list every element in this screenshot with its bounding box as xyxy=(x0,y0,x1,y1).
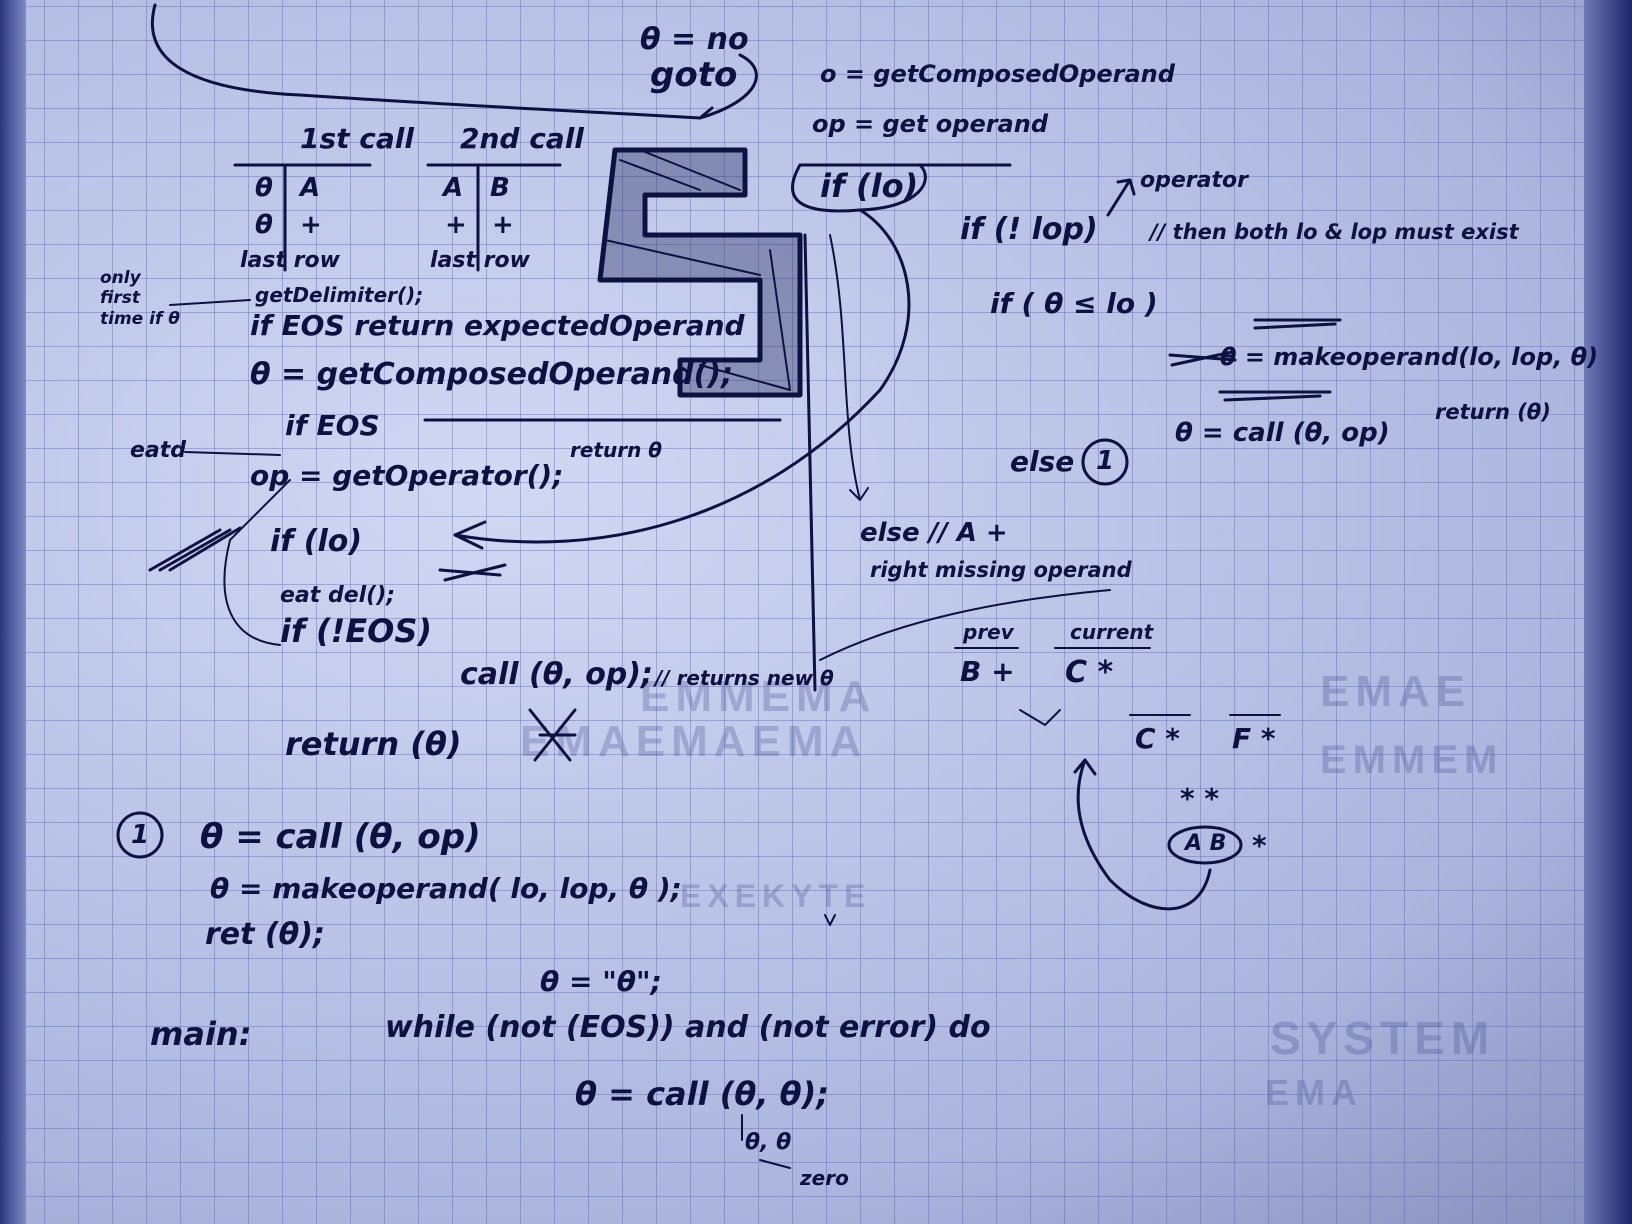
eat-del-line: eat del(); xyxy=(280,583,396,608)
return-theta-note: return θ xyxy=(570,438,663,462)
return-theta-right: return (θ) xyxy=(1435,400,1551,424)
footnote-1-circle xyxy=(116,811,164,859)
ghost-text-7: EMA xyxy=(1265,1072,1363,1113)
zero-note: zero xyxy=(800,1166,849,1190)
if-lo-bubble xyxy=(791,163,1012,213)
prev-header: prev xyxy=(963,620,1014,644)
t1-r2c1: θ xyxy=(255,210,273,240)
current-header: current xyxy=(1070,620,1154,644)
get-composed-line: θ = getComposedOperand(); xyxy=(250,357,734,392)
op-assign-line: op = get operand xyxy=(812,110,1049,138)
operator-note: operator xyxy=(1140,168,1248,193)
first-call-header: 1st call xyxy=(300,122,414,155)
else-1-label: else xyxy=(1010,445,1075,478)
star-line: * * xyxy=(1180,782,1220,815)
lo-assign-line: o = getComposedOperand xyxy=(820,60,1175,88)
branch-line xyxy=(223,479,291,646)
return-final-line: return (θ) xyxy=(285,725,462,763)
hatch-lines xyxy=(604,149,791,391)
compare-line: if ( θ ≤ lo ) xyxy=(990,287,1158,320)
t2-footer: last row xyxy=(430,248,530,273)
t2-r2c2: + xyxy=(492,210,514,240)
scribble-mid xyxy=(438,563,507,582)
if-lo-right: if (lo) xyxy=(820,167,919,205)
footnote-line-3: ret (θ); xyxy=(205,917,325,952)
both-exist-note: // then both lo & lop must exist xyxy=(1150,220,1519,244)
current-value: C * xyxy=(1065,655,1114,690)
circled-ab-text: A B xyxy=(1185,831,1227,856)
ghost-text-6: SYSTEM xyxy=(1270,1012,1496,1064)
top-loop-arrow xyxy=(150,3,714,120)
main-call-line: θ = call (θ, θ); xyxy=(575,1075,830,1113)
circled-star: * xyxy=(1252,829,1267,862)
ghost-text-5: EXEKYTE xyxy=(680,878,872,914)
vertical-divider xyxy=(803,233,817,692)
loop-arrow xyxy=(1073,758,1212,911)
get-operator-line: op = getOperator(); xyxy=(250,459,564,492)
right-scribble-2 xyxy=(1168,350,1237,367)
footnote-marker: 1 xyxy=(131,820,150,850)
down-arrow xyxy=(829,234,869,501)
footnote-line-2: θ = makeoperand( lo, lop, θ ); xyxy=(210,872,682,905)
if-eos-line: if EOS xyxy=(285,409,380,442)
small-b-value: F * xyxy=(1232,722,1276,755)
if-not-eos-line: if (!EOS) xyxy=(280,612,432,650)
else-1-circle xyxy=(1081,438,1129,486)
small-arrow xyxy=(1019,709,1061,726)
t1-r1c1: θ xyxy=(255,173,273,203)
call-line: call (θ, op); xyxy=(460,657,653,692)
while-line: while (not (EOS)) and (not error) do xyxy=(385,1010,991,1045)
page-right-edge xyxy=(1584,0,1632,1224)
back-arrow-curve xyxy=(453,208,911,544)
tick-mark xyxy=(824,914,836,926)
small-a-value: C * xyxy=(1135,722,1180,755)
return-scribble xyxy=(528,708,577,762)
t2-r2c1: + xyxy=(445,210,467,240)
eat-label: eatd xyxy=(130,438,187,463)
ghost-text-4: EMMEM xyxy=(1320,738,1504,782)
theta-no-text: θ = no xyxy=(640,22,749,57)
ghost-text-1: EMMEMA xyxy=(640,672,877,721)
else-comment-line: else // A + xyxy=(860,518,1008,548)
t1-r1c2: A xyxy=(300,173,321,203)
right-missing-line: right missing operand xyxy=(870,558,1132,582)
if-eos-expected-line: if EOS return expectedOperand xyxy=(250,309,745,342)
t2-r1c1: A xyxy=(443,173,464,203)
footnote-line-1: θ = call (θ, op) xyxy=(200,817,481,857)
call-theta-op-line: θ = call (θ, op) xyxy=(1175,418,1390,448)
back-arrow-head xyxy=(453,520,487,550)
prev-value: B + xyxy=(960,655,1015,688)
args-note: θ, θ xyxy=(745,1130,792,1155)
call-comment: // returns new θ xyxy=(655,666,834,690)
page-left-edge xyxy=(0,0,26,1224)
else-1-marker: 1 xyxy=(1096,446,1115,476)
main-label: main: xyxy=(150,1015,252,1053)
scribble-left xyxy=(148,526,242,572)
t1-r2c2: + xyxy=(300,210,322,240)
eat-arrow xyxy=(184,451,281,456)
ghost-text-3: EMAE xyxy=(1320,667,1472,716)
goto-curve xyxy=(698,53,758,120)
if-lo-left: if (lo) xyxy=(270,524,363,559)
main-init-line: θ = "θ"; xyxy=(540,965,662,998)
t2-r1c2: B xyxy=(490,173,510,203)
goto-text: goto xyxy=(650,55,738,95)
hatched-s-shape xyxy=(597,147,803,398)
flow-line xyxy=(819,589,1111,661)
circled-ab xyxy=(1167,825,1243,865)
if-not-lop-line: if (! lop) xyxy=(960,212,1098,247)
t1-footer: last row xyxy=(240,248,340,273)
ghost-text-2: EMAEMAEMA xyxy=(520,717,868,766)
operator-arrow xyxy=(1106,178,1136,217)
make-operand-line: θ = makeoperand(lo, lop, θ) xyxy=(1220,343,1599,371)
right-scribble-1 xyxy=(1253,318,1342,330)
get-delimiter-line: getDelimiter(); xyxy=(255,283,424,307)
annot-arrow xyxy=(741,1114,791,1169)
side-note: only first time if θ xyxy=(100,268,180,329)
right-scribble-3 xyxy=(1218,390,1332,402)
side-note-arrow xyxy=(169,299,251,306)
second-call-header: 2nd call xyxy=(460,122,584,155)
